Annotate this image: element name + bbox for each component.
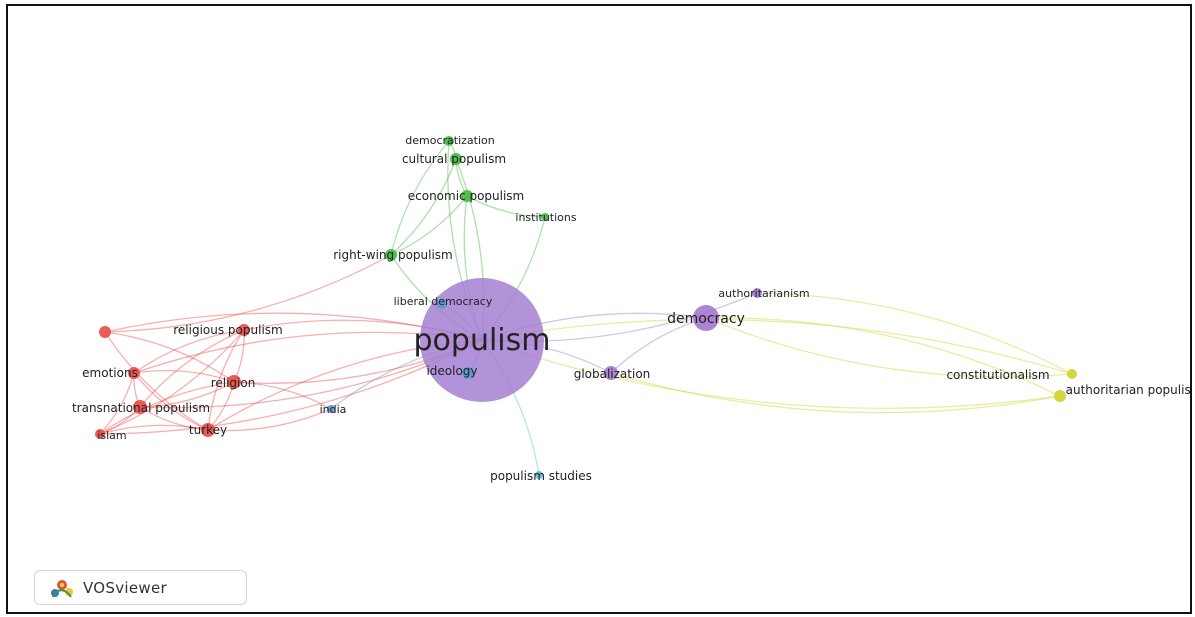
link-red_unlabeled-turkey — [104, 331, 209, 431]
vosviewer-logo-icon — [51, 579, 73, 598]
link-emotions-religion — [133, 370, 235, 383]
node-label-populism: populism — [414, 323, 551, 358]
node-label-authoritarian-populism: authoritarian populism — [1066, 383, 1190, 397]
node-label-cultural-populism: cultural populism — [402, 152, 506, 166]
link-right_wing_populism-red_unlabeled — [104, 254, 392, 333]
network-edges — [99, 140, 1073, 476]
node-label-religion: religion — [211, 376, 256, 390]
vosviewer-brand-name: VOSviewer — [83, 578, 167, 597]
vosviewer-badge: VOSviewer — [34, 570, 247, 605]
node-label-islam: islam — [97, 429, 126, 442]
link-populism-authoritarian_populism — [481, 339, 1061, 409]
node-religious-populism[interactable] — [238, 324, 250, 336]
node-institutions[interactable] — [541, 213, 549, 221]
node-label-india: india — [320, 403, 347, 416]
link-democratization-right_wing_populism — [390, 140, 450, 256]
node-authoritarian-populism[interactable] — [1054, 390, 1066, 402]
node-label-religious-populism: religious populism — [173, 323, 282, 337]
node-liberal-democracy[interactable] — [437, 299, 447, 309]
node-religion[interactable] — [227, 375, 241, 389]
node-cultural-populism[interactable] — [450, 153, 462, 165]
node-label-populism-studies: populism studies — [490, 469, 592, 483]
link-india-religion — [233, 381, 332, 410]
link-globalization-authoritarian_populism — [610, 372, 1061, 414]
node-islam[interactable] — [95, 429, 105, 439]
link-religious_populism-emotions — [133, 329, 245, 374]
link-cultural_populism-right_wing_populism — [390, 158, 457, 256]
link-turkey-islam — [99, 424, 209, 435]
node-democratization[interactable] — [444, 136, 454, 146]
link-emotions-turkey — [133, 372, 209, 431]
node-label-economic-populism: economic populism — [408, 189, 525, 203]
link-religious_populism-islam — [99, 329, 245, 435]
node-label-right-wing-populism: right-wing populism — [333, 248, 453, 262]
link-economic_populism-right_wing_populism — [390, 195, 468, 256]
node-authoritarianism[interactable] — [752, 288, 762, 298]
link-religion-transnational_populism — [139, 381, 235, 408]
link-economic_populism-institutions — [466, 195, 546, 218]
network-labels: populism democracy authoritarianism globali… — [72, 134, 1190, 483]
node-label-turkey: turkey — [189, 423, 227, 437]
node-red-unlabeled[interactable] — [99, 326, 111, 338]
node-constitutionalism[interactable] — [1067, 369, 1077, 379]
network-nodes — [95, 136, 1077, 479]
node-label-emotions: emotions — [82, 366, 138, 380]
node-transnational-populism[interactable] — [133, 400, 147, 414]
node-globalization[interactable] — [604, 366, 618, 380]
node-economic-populism[interactable] — [461, 190, 473, 202]
node-india[interactable] — [327, 405, 335, 413]
node-label-democratization: democratization — [405, 134, 494, 147]
node-emotions[interactable] — [128, 367, 140, 379]
node-label-institutions: institutions — [515, 211, 576, 224]
link-red_unlabeled-religion — [104, 331, 235, 383]
node-democracy[interactable] — [693, 305, 719, 331]
link-populism-constitutionalism — [481, 318, 1073, 375]
link-religious_populism-transnational_populism — [139, 329, 245, 408]
node-populism-studies[interactable] — [535, 471, 543, 479]
node-turkey[interactable] — [201, 423, 215, 437]
link-religious_populism-turkey — [207, 329, 245, 431]
node-label-democracy: democracy — [667, 311, 745, 327]
network-frame: populism democracy authoritarianism globali… — [6, 4, 1192, 614]
link-india-turkey — [207, 408, 332, 432]
node-label-constitutionalism: constitutionalism — [946, 368, 1049, 382]
link-authoritarianism-constitutionalism — [756, 292, 1073, 375]
link-democracy-constitutionalism — [705, 317, 1073, 378]
node-label-globalization: globalization — [574, 367, 651, 381]
network-map[interactable]: populism democracy authoritarianism globali… — [8, 6, 1190, 612]
node-populism[interactable] — [420, 278, 544, 402]
node-right-wing-populism[interactable] — [385, 249, 397, 261]
link-religion-islam — [99, 381, 235, 435]
link-democracy-authoritarian_populism — [705, 317, 1061, 397]
node-ideology[interactable] — [462, 367, 474, 379]
link-emotions-islam — [99, 372, 135, 435]
node-label-authoritarianism: authoritarianism — [718, 287, 809, 300]
node-label-transnational-populism: transnational populism — [72, 401, 210, 415]
node-label-ideology: ideology — [426, 364, 477, 378]
node-label-liberal-democracy: liberal democracy — [394, 295, 493, 308]
